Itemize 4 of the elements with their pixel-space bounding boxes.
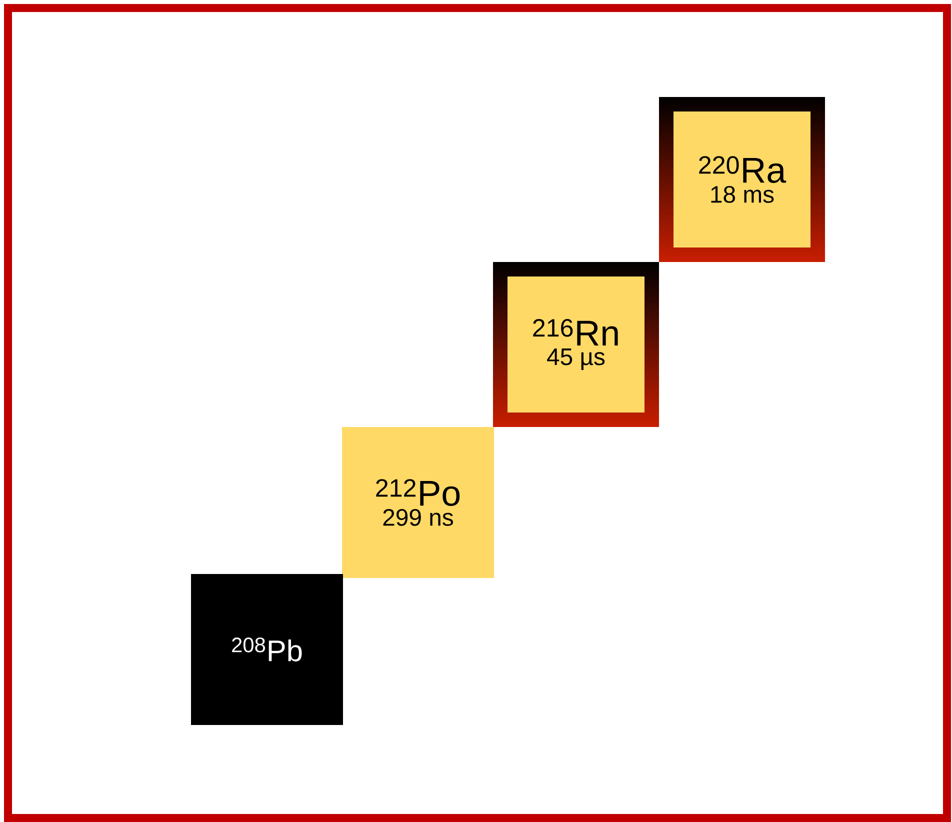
nuclide-box: $^{212}$Po 299 ns xyxy=(342,427,494,578)
nuclide-box: $^{220}$Ra 18 ms xyxy=(674,112,810,248)
nuclide-box: $^{208}$Pb xyxy=(191,574,343,725)
nuclide-box: $^{216}$Rn 45 µs xyxy=(508,276,644,412)
